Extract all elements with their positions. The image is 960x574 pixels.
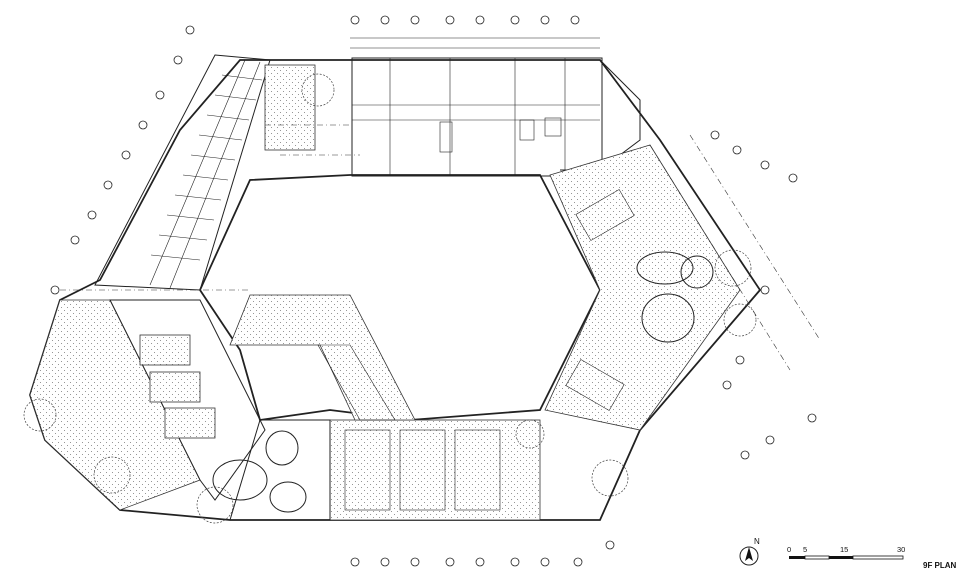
scale-bar: 0 5 15 30 bbox=[787, 545, 905, 560]
trees bbox=[23, 73, 757, 524]
northwest-wing bbox=[94, 54, 316, 291]
plan-title: 9F PLAN bbox=[923, 561, 957, 570]
north-wing bbox=[351, 57, 641, 177]
axis-lines bbox=[60, 124, 821, 371]
north-arrow: N bbox=[739, 537, 760, 566]
building-outline bbox=[29, 59, 762, 521]
grid-bubbles-right bbox=[710, 130, 817, 460]
east-wing bbox=[544, 144, 741, 431]
scale-tick-5: 5 bbox=[803, 545, 807, 554]
grid-bubbles-left bbox=[50, 25, 195, 295]
courtyard-block bbox=[229, 294, 416, 421]
scale-tick-15: 15 bbox=[840, 545, 848, 554]
grid-bubbles-top bbox=[350, 15, 600, 49]
west-wing bbox=[29, 299, 266, 511]
scale-tick-30: 30 bbox=[897, 545, 905, 554]
north-label: N bbox=[754, 537, 760, 546]
oval-skylights bbox=[212, 251, 714, 513]
grid-bubbles-bottom bbox=[350, 540, 615, 567]
south-wing bbox=[229, 419, 541, 521]
scale-tick-0: 0 bbox=[787, 545, 791, 554]
